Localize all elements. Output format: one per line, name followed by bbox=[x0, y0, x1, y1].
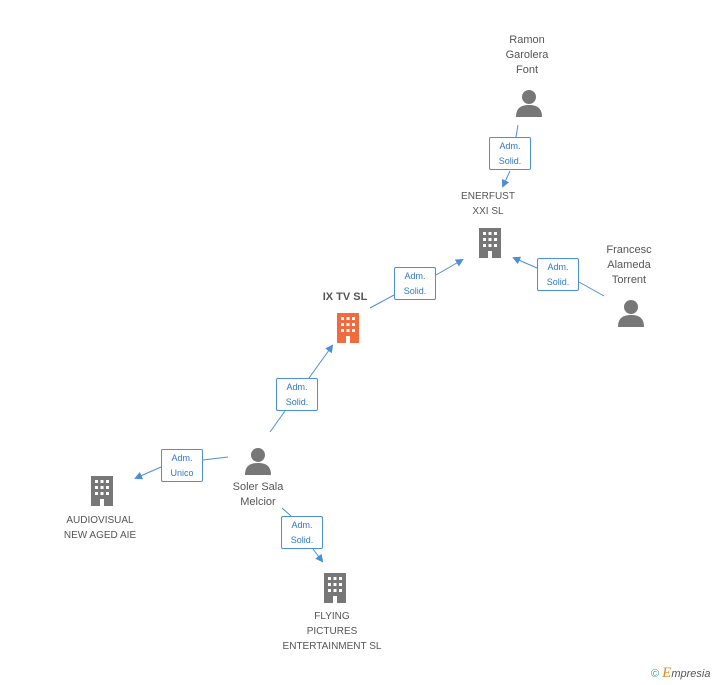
role-badge-ixtv-enerfust[interactable]: Adm. Solid. bbox=[394, 267, 436, 300]
edge-soler-flying-start bbox=[281, 507, 292, 517]
edge-francesc-enerfust-arrow bbox=[512, 256, 538, 269]
role-line2: Solid. bbox=[403, 286, 427, 296]
edge-soler-ixtv-arrow bbox=[308, 344, 334, 379]
edge-ramon-enerfust-start bbox=[515, 124, 519, 138]
role-line2: Solid. bbox=[498, 156, 522, 166]
role-line1: Adm. bbox=[547, 262, 569, 272]
edge-soler-audiovisual-start bbox=[202, 456, 229, 461]
role-badge-francesc-enerfust[interactable]: Adm. Solid. bbox=[537, 258, 579, 291]
empresia-logo: © Empresia bbox=[651, 665, 711, 681]
edge-soler-flying-arrow bbox=[312, 548, 324, 563]
edge-francesc-enerfust-start bbox=[578, 281, 605, 297]
building-icon[interactable] bbox=[333, 311, 363, 345]
role-line1: Adm. bbox=[291, 520, 313, 530]
role-line2: Solid. bbox=[290, 535, 314, 545]
edge-soler-audiovisual-arrow bbox=[134, 466, 162, 480]
role-line2: Solid. bbox=[285, 397, 309, 407]
building-icon[interactable] bbox=[320, 571, 350, 605]
edge-ixtv-enerfust-arrow bbox=[435, 259, 464, 276]
role-line1: Adm. bbox=[499, 141, 521, 151]
role-line2: Unico bbox=[170, 468, 194, 478]
node-label-flying[interactable]: FLYING PICTURES ENTERTAINMENT SL bbox=[282, 611, 382, 652]
node-label-soler[interactable]: Soler Sala Melcior bbox=[232, 481, 284, 508]
person-icon[interactable] bbox=[617, 298, 645, 328]
node-label-enerfust[interactable]: ENERFUST XXI SL bbox=[461, 191, 515, 217]
edge-ixtv-enerfust-start bbox=[369, 294, 395, 309]
edge-ramon-enerfust-arrow bbox=[501, 170, 511, 188]
role-badge-soler-ixtv[interactable]: Adm. Solid. bbox=[276, 378, 318, 411]
role-line2: Solid. bbox=[546, 277, 570, 287]
building-icon[interactable] bbox=[87, 474, 117, 508]
node-label-ramon[interactable]: Ramon Garolera Font bbox=[505, 34, 549, 76]
person-icon[interactable] bbox=[515, 88, 543, 118]
node-label-francesc[interactable]: Francesc Alameda Torrent bbox=[606, 244, 652, 286]
role-line1: Adm. bbox=[171, 453, 193, 463]
node-label-ixtv[interactable]: IX TV SL bbox=[322, 291, 368, 303]
role-badge-soler-audiovisual[interactable]: Adm. Unico bbox=[161, 449, 203, 482]
role-badge-soler-flying[interactable]: Adm. Solid. bbox=[281, 516, 323, 549]
role-line1: Adm. bbox=[404, 271, 426, 281]
edge-soler-ixtv-start bbox=[269, 410, 286, 433]
role-line1: Adm. bbox=[286, 382, 308, 392]
person-icon[interactable] bbox=[244, 446, 272, 476]
role-badge-ramon-enerfust[interactable]: Adm. Solid. bbox=[489, 137, 531, 170]
building-icon[interactable] bbox=[475, 226, 505, 260]
node-label-audiovisual[interactable]: AUDIOVISUAL NEW AGED AIE bbox=[63, 515, 137, 541]
